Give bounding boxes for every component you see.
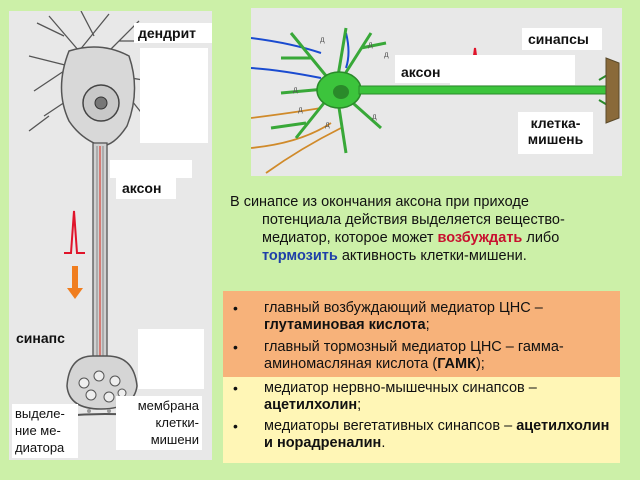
- label-mediator-release: выделе- ние ме- диатора: [12, 404, 78, 458]
- signal-arrow: [72, 266, 78, 288]
- main-text-2: потенциала действия выделяется вещество-…: [262, 212, 565, 246]
- label-target-cell: клетка- мишень: [518, 112, 593, 154]
- main-text-line-1: В синапсе из окончания аксона при приход…: [230, 194, 529, 210]
- dendrite-mark: д: [325, 120, 330, 129]
- main-description: В синапсе из окончания аксона при приход…: [230, 193, 620, 265]
- label-target-membrane: мембрана клетки- мишени: [116, 396, 202, 450]
- vegetative-end: .: [381, 435, 386, 451]
- blank-box: [110, 160, 192, 178]
- main-text-4: активность клетки-мишени.: [341, 248, 527, 264]
- acetylcholine-end: ;: [357, 397, 362, 413]
- glutamate-text: главный возбуждающий медиатор ЦНС –: [264, 300, 543, 316]
- green-axon: [358, 85, 615, 95]
- label-synapse: синапс: [16, 330, 65, 346]
- main-text-rest: потенциала действия выделяется вещество-…: [230, 211, 620, 265]
- release-line-3: диатора: [15, 440, 65, 455]
- bullet-dot: •: [233, 300, 238, 316]
- main-text-3: либо: [526, 230, 560, 246]
- inhibit-word: тормозить: [262, 248, 338, 264]
- dendrite-mark: д: [298, 105, 303, 114]
- release-line-2: ние ме-: [15, 423, 61, 438]
- glutamate-name: глутаминовая кислота: [264, 317, 426, 333]
- vegetative-names: ацетилхолин и норадреналин: [264, 418, 610, 451]
- label-dendrite: дендрит: [134, 23, 212, 43]
- membrane-line-3: мишени: [150, 432, 199, 447]
- dendrite-mark: д: [372, 112, 377, 121]
- vegetative-text: медиаторы вегетативных синапсов –: [264, 418, 513, 434]
- bullet-glutamate: • главный возбуждающий медиатор ЦНС – гл…: [223, 300, 620, 334]
- membrane-line-1: мембрана: [137, 398, 199, 413]
- acetylcholine-name: ацетилхолин: [264, 397, 358, 413]
- peripheral-mediators-box: • медиатор нервно-мышечных синапсов – ац…: [223, 377, 620, 463]
- dendrite-mark: д: [368, 40, 373, 49]
- label-axon-left: аксон: [116, 177, 176, 199]
- cns-mediators-box: • главный возбуждающий медиатор ЦНС – гл…: [223, 291, 620, 377]
- target-line-2: мишень: [527, 131, 584, 147]
- dendrite-mark: д: [384, 50, 389, 59]
- bullet-dot: •: [233, 339, 238, 355]
- action-potential-spike: [64, 210, 85, 254]
- label-synapses: синапсы: [522, 28, 602, 50]
- glutamate-end: ;: [425, 317, 430, 333]
- bullet-dot: •: [233, 380, 238, 396]
- blank-box: [450, 55, 575, 85]
- bullet-gaba: • главный тормозный медиатор ЦНС – гамма…: [223, 339, 620, 373]
- release-line-1: выделе-: [15, 406, 65, 421]
- gaba-name: ГАМК: [437, 356, 476, 372]
- acetylcholine-text: медиатор нервно-мышечных синапсов –: [264, 380, 537, 396]
- dendrite-mark: д: [293, 85, 298, 94]
- green-dendrites: [270, 27, 387, 154]
- label-axon-right: аксон: [397, 62, 452, 82]
- blank-box: [138, 329, 204, 389]
- gaba-end: );: [475, 356, 485, 372]
- bullet-acetylcholine: • медиатор нервно-мышечных синапсов – ац…: [223, 380, 620, 414]
- neuron-drawing: [23, 10, 200, 424]
- bullet-dot: •: [233, 418, 238, 434]
- gaba-text: главный тормозный медиатор ЦНС – гамма-а…: [264, 339, 564, 372]
- dendrite-mark: д: [320, 35, 325, 44]
- membrane-line-2: клетки-: [155, 415, 199, 430]
- target-cell: [605, 57, 620, 124]
- target-line-1: клетка-: [530, 115, 581, 131]
- excite-word: возбуждать: [437, 230, 523, 246]
- bullet-vegetative: • медиаторы вегетативных синапсов – ацет…: [223, 418, 620, 452]
- blank-box: [140, 48, 208, 143]
